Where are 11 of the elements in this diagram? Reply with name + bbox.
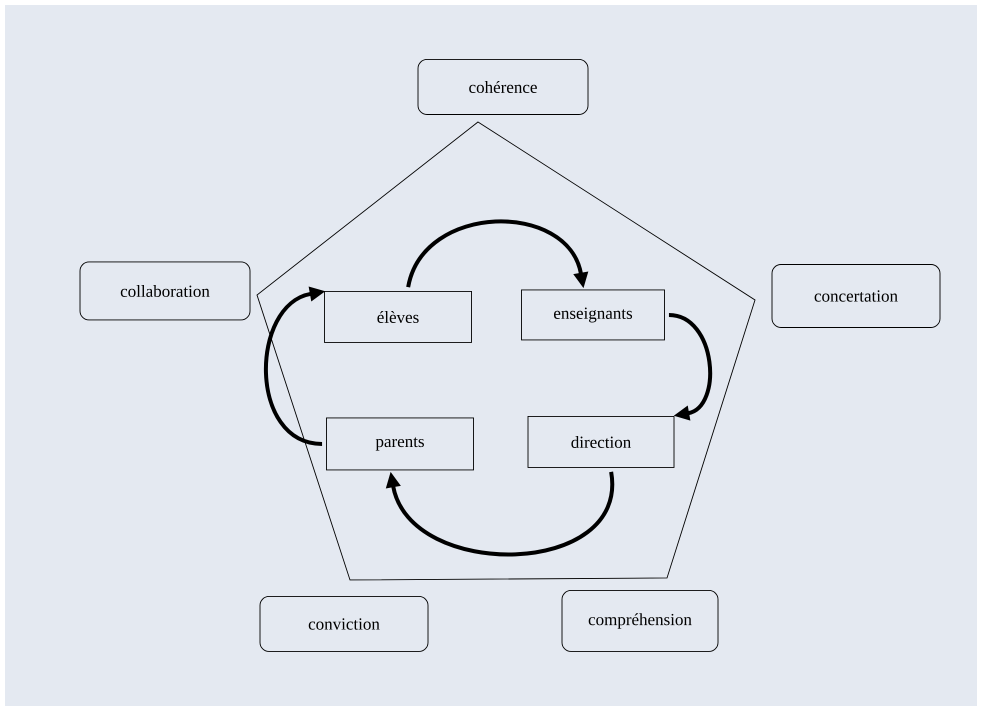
- curved-arrow: [386, 472, 614, 556]
- box: élèves: [324, 291, 472, 343]
- box: direction: [528, 416, 674, 468]
- curved-arrow: [668, 313, 712, 421]
- rounded-box: concertation: [772, 264, 940, 328]
- rounded-box: conviction: [260, 596, 428, 652]
- box: parents: [326, 418, 474, 470]
- rounded-box: collaboration: [80, 262, 250, 320]
- rounded-box: cohérence: [418, 59, 588, 115]
- rounded-box: compréhension: [562, 590, 718, 652]
- box: enseignants: [521, 290, 665, 340]
